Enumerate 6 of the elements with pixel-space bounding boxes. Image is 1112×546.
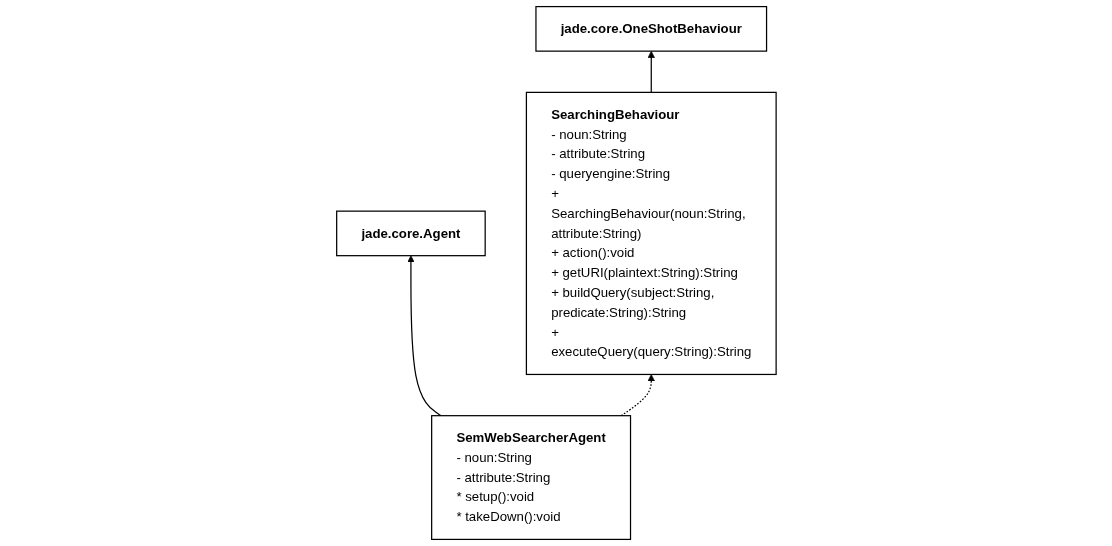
arrow — [647, 50, 655, 93]
node-box: jade.core.OneShotBehaviour — [534, 5, 767, 52]
arrow — [406, 255, 442, 417]
node-box: SearchingBehaviour - noun:String - attribute:String - queryengine:String + SearchingBehaviour(noun:String, attribute:String) + action():void + getURI(plaintext:String):String + buildQuery(subject:String, predicate:String):String + executeQuery(query:String):String — [525, 91, 777, 376]
node-box: SemWebSearcherAgent - noun:String - attribute:String * setup():void * takeDown():void — [430, 415, 631, 540]
node-box: jade.core.Agent — [335, 210, 486, 257]
